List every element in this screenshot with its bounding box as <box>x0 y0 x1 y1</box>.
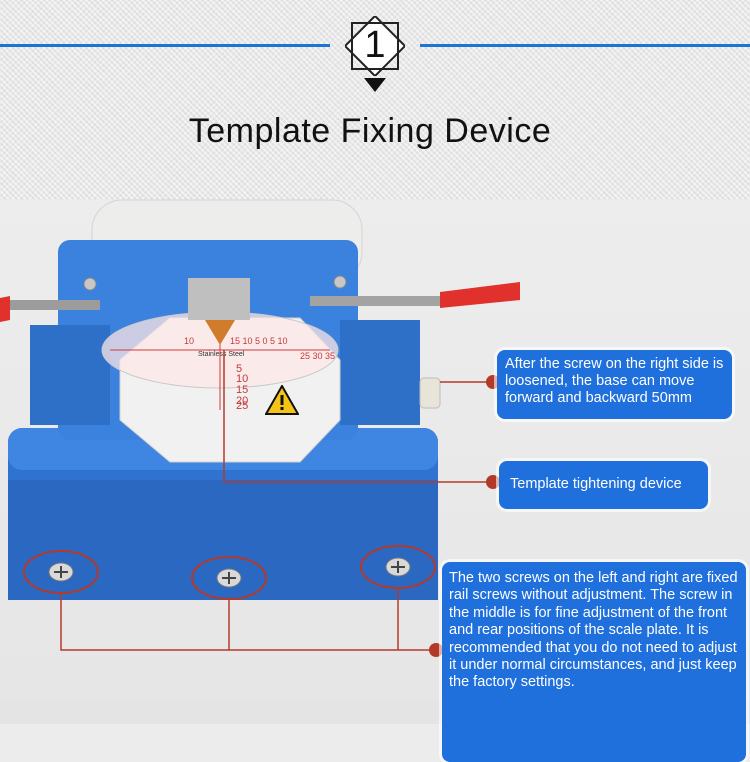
section-badge <box>345 16 405 76</box>
callout-template-tightening: Template tightening device <box>499 461 708 509</box>
header-line-left <box>0 44 330 47</box>
callout-rail-screws: The two screws on the left and right are… <box>442 562 746 762</box>
callout-base-screw: After the screw on the right side is loo… <box>497 350 732 419</box>
dial-scale-25: 25 <box>236 400 249 412</box>
dial-top-right-scale: 15 10 5 0 5 10 <box>230 336 288 346</box>
dial-top-left-scale: 10 <box>184 336 195 346</box>
dial-brand-label: Stainless Steel <box>198 351 245 358</box>
screw-icon <box>385 557 411 577</box>
dial-scale-20: 20 <box>236 395 249 407</box>
screw-icon <box>216 568 242 588</box>
leader-lines <box>60 350 500 657</box>
screw-icon <box>48 562 74 582</box>
section-number: 1 <box>364 24 386 66</box>
chevron-down-icon <box>364 78 386 92</box>
dial-scale-5: 5 <box>236 363 243 375</box>
dial-scale-15: 15 <box>236 384 249 396</box>
dial-scale-10: 10 <box>236 373 249 385</box>
warning-icon <box>265 385 299 415</box>
header-line-right <box>420 44 750 47</box>
page-title: Template Fixing Device <box>188 112 552 150</box>
dial-right-scale: 25 30 35 <box>300 351 336 361</box>
